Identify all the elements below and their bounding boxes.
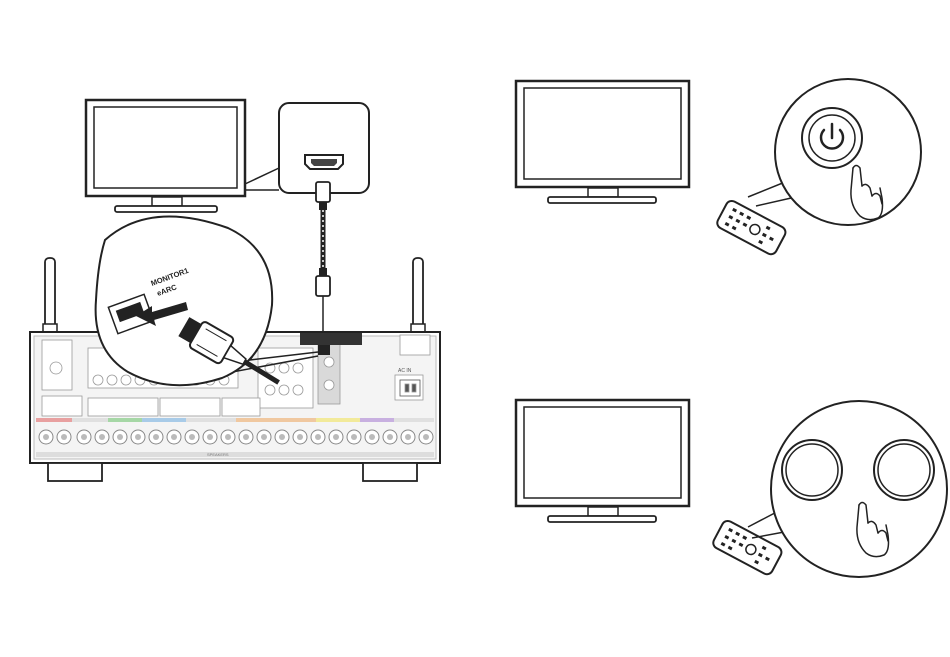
tv-right-top	[516, 81, 689, 203]
speaker-terminal-strip	[36, 418, 434, 422]
tv-right-bottom	[516, 400, 689, 522]
tv-left	[86, 100, 245, 212]
power-zoom-callout	[748, 79, 921, 225]
ac-in-label: AC IN	[398, 368, 412, 374]
remote-control-bottom	[711, 519, 783, 576]
tv-hdmi-callout	[245, 103, 369, 193]
remote-control-top	[715, 199, 787, 256]
antenna-left	[43, 258, 57, 334]
speakers-label: SPEAKERS	[207, 452, 229, 457]
hdmi-cable	[316, 182, 330, 345]
antenna-right	[411, 258, 425, 334]
